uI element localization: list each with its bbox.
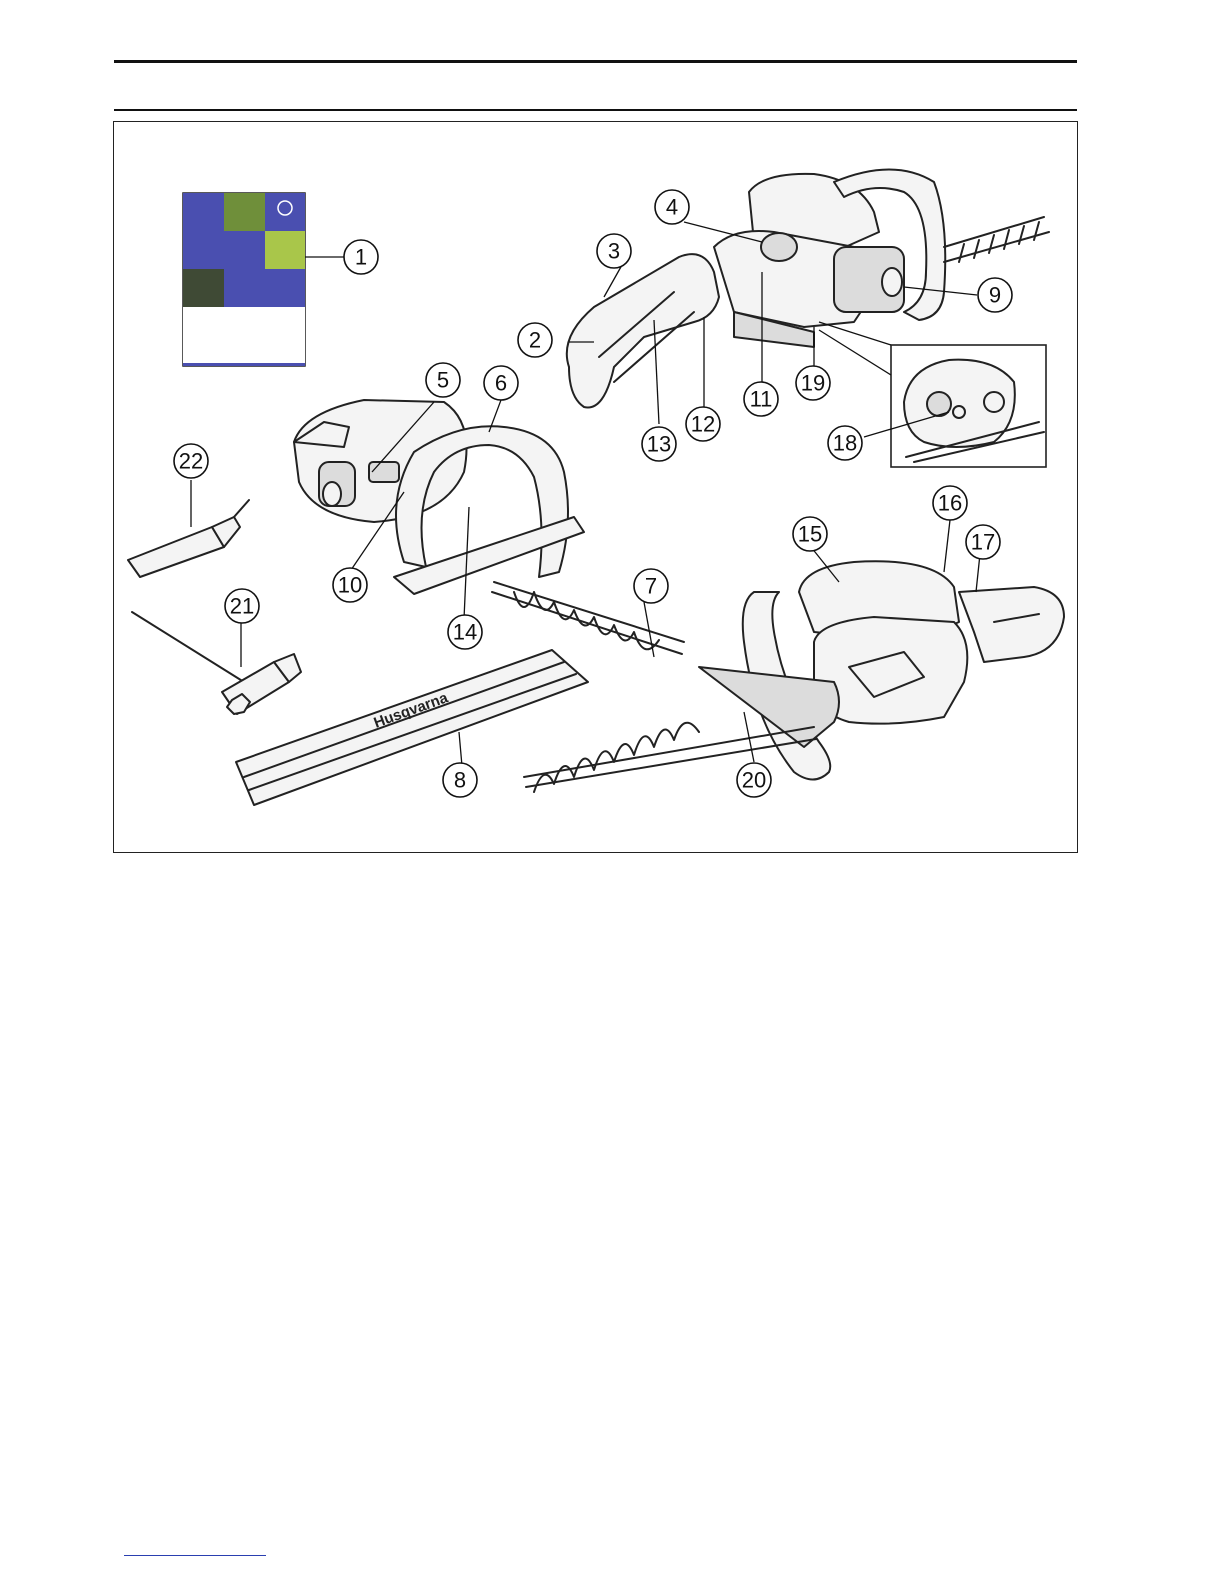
- callout-21: 21: [225, 589, 259, 623]
- callout-16: 16: [933, 486, 967, 520]
- svg-text:14: 14: [453, 620, 477, 645]
- combination-spanner: [132, 612, 301, 714]
- callout-18: 18: [828, 426, 862, 460]
- header-rule-bottom: [114, 109, 1077, 111]
- callout-12: 12: [686, 407, 720, 441]
- callout-1: 1: [344, 240, 378, 274]
- svg-text:11: 11: [750, 387, 773, 412]
- callout-7: 7: [634, 569, 668, 603]
- callout-13: 13: [642, 427, 676, 461]
- callout-4: 4: [655, 190, 689, 224]
- callout-14: 14: [448, 615, 482, 649]
- svg-text:15: 15: [798, 522, 822, 547]
- svg-text:20: 20: [742, 768, 766, 793]
- grease-tube: [128, 500, 249, 577]
- svg-text:4: 4: [666, 195, 678, 220]
- svg-text:22: 22: [179, 449, 203, 474]
- operators-manual: [183, 193, 305, 366]
- svg-text:8: 8: [454, 768, 466, 793]
- svg-text:3: 3: [608, 239, 620, 264]
- callout-5: 5: [426, 363, 460, 397]
- parts-figure: Husqvarna: [113, 121, 1078, 853]
- callout-17: 17: [966, 525, 1000, 559]
- callout-9: 9: [978, 278, 1012, 312]
- footer-link-underline[interactable]: [124, 1555, 266, 1556]
- svg-text:2: 2: [529, 328, 541, 353]
- svg-text:16: 16: [938, 491, 962, 516]
- svg-text:10: 10: [338, 573, 362, 598]
- svg-text:9: 9: [989, 283, 1001, 308]
- callout-2: 2: [518, 323, 552, 357]
- callout-10: 10: [333, 568, 367, 602]
- parts-illustration: Husqvarna: [114, 122, 1077, 852]
- callout-6: 6: [484, 366, 518, 400]
- svg-text:1: 1: [355, 245, 367, 270]
- svg-text:21: 21: [230, 594, 254, 619]
- svg-text:19: 19: [801, 371, 825, 396]
- callout-11: 11: [744, 382, 778, 416]
- svg-text:13: 13: [647, 432, 671, 457]
- callout-8: 8: [443, 763, 477, 797]
- callout-19: 19: [796, 366, 830, 400]
- svg-text:18: 18: [833, 431, 857, 456]
- callout-15: 15: [793, 517, 827, 551]
- callout-22: 22: [174, 444, 208, 478]
- svg-text:5: 5: [437, 368, 449, 393]
- callout-20: 20: [737, 763, 771, 797]
- hedge-trimmer-right-view: [524, 561, 1064, 792]
- svg-text:12: 12: [691, 412, 715, 437]
- svg-text:6: 6: [495, 371, 507, 396]
- callout-3: 3: [597, 234, 631, 268]
- header-rule-top: [114, 60, 1077, 63]
- svg-text:7: 7: [645, 574, 657, 599]
- hedge-trimmer-left-view: [294, 400, 684, 654]
- svg-text:17: 17: [971, 530, 995, 555]
